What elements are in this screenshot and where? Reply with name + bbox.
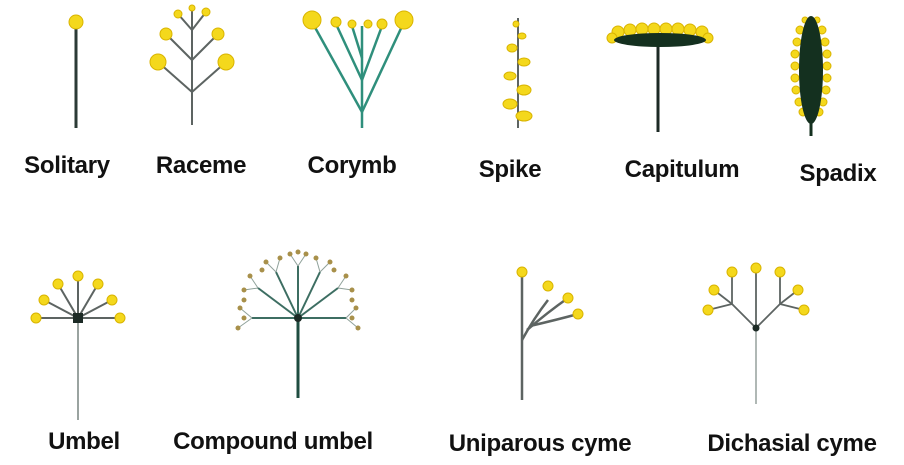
spike-figure — [503, 18, 532, 128]
label-solitary: Solitary — [24, 152, 110, 180]
corymb-flowers — [303, 11, 413, 29]
capitulum-figure — [607, 23, 713, 132]
raceme-figure — [158, 10, 226, 125]
label-dichasial-cyme: Dichasial cyme — [707, 430, 876, 458]
label-compound-umbel: Compound umbel — [173, 428, 373, 456]
label-corymb: Corymb — [308, 152, 397, 180]
label-raceme: Raceme — [156, 152, 246, 180]
label-umbel: Umbel — [48, 428, 120, 456]
corymb-figure — [312, 22, 404, 128]
label-capitulum: Capitulum — [625, 156, 740, 184]
label-spadix: Spadix — [800, 160, 877, 188]
solitary-figure — [69, 15, 83, 128]
spadix-figure — [791, 16, 831, 136]
uniparous-cyme-figure — [517, 267, 583, 400]
label-spike: Spike — [479, 156, 542, 184]
compound-umbel-figure — [236, 250, 361, 399]
label-uniparous-cyme: Uniparous cyme — [449, 430, 632, 458]
dichasial-cyme-figure — [703, 263, 809, 404]
umbel-figure — [31, 271, 125, 420]
